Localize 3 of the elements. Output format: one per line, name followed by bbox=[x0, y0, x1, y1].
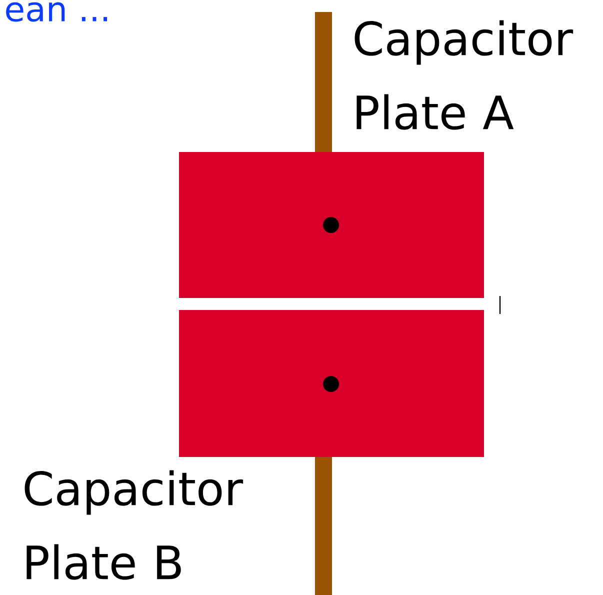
heading: ean ... bbox=[6, 2, 108, 22]
plate-label: Capacitor Plate B bbox=[24, 470, 244, 580]
plate-label: Capacitor Plate A bbox=[354, 20, 574, 130]
